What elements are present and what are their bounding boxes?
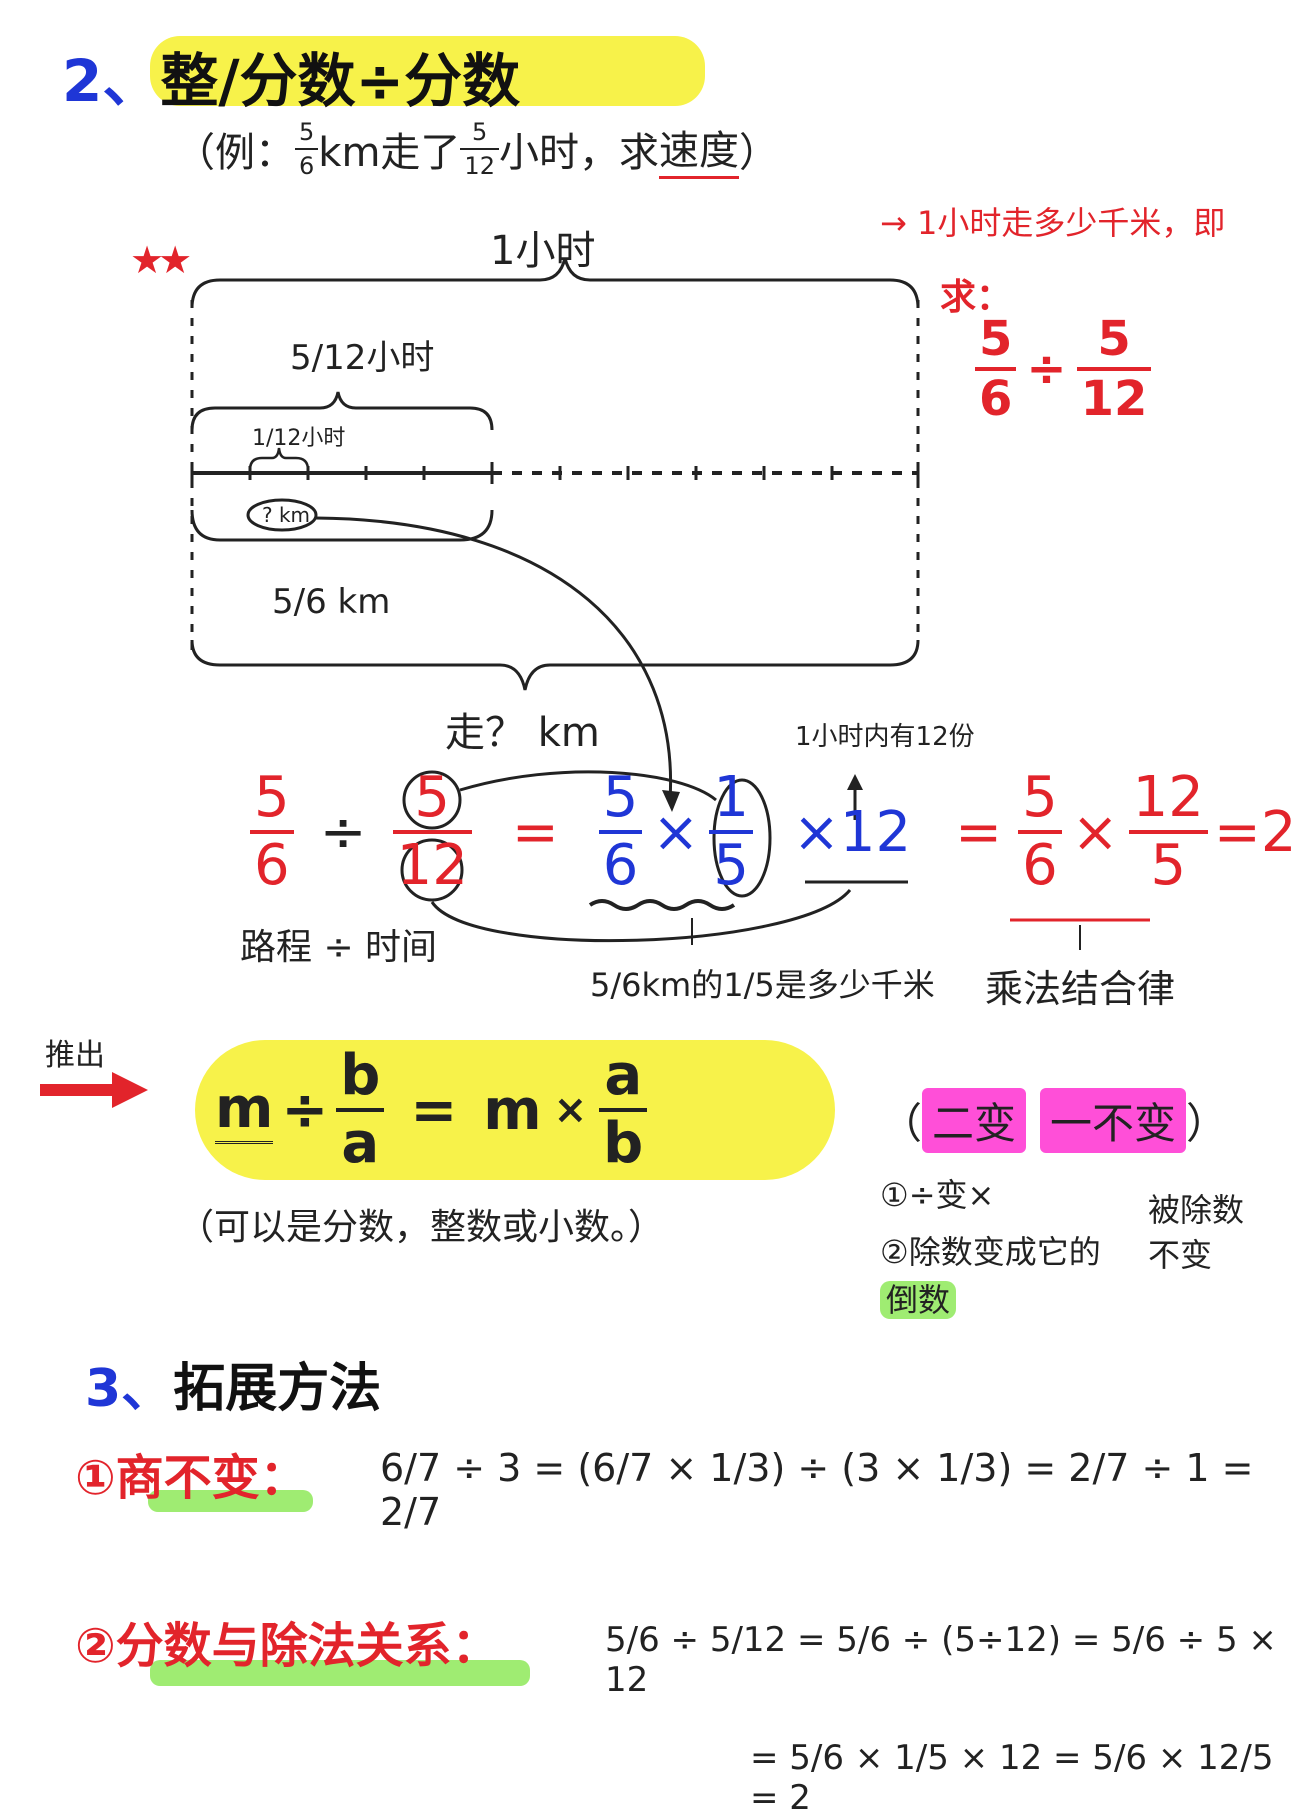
method2-highlight	[150, 1660, 530, 1686]
method1-equation: 6/7 ÷ 3 = (6/7 × 1/3) ÷ (3 × 1/3) = 2/7 …	[380, 1446, 1254, 1534]
circle-one-fifth	[712, 778, 772, 898]
step1: ①÷变×	[880, 1176, 995, 1214]
brace-five-sixths-km	[190, 509, 494, 542]
label-walk-km: 走？ km	[445, 710, 600, 756]
section2-number: 2、	[62, 47, 161, 115]
label-twelve-parts: 1小时内有12份	[795, 722, 975, 752]
brace-one-hour	[190, 257, 920, 309]
line-diagram	[190, 257, 920, 820]
reciprocal-highlight: 倒数	[880, 1281, 957, 1319]
title-highlight	[150, 36, 705, 106]
label-path-time: 路程 ÷ 时间	[240, 927, 438, 968]
two-change: 二变	[922, 1088, 1027, 1153]
dividend-nochange: 被除数不变	[1148, 1191, 1245, 1274]
circle-twelve	[400, 838, 464, 902]
curve-arrow	[315, 516, 673, 801]
section3-heading: 3、拓展方法	[85, 1359, 382, 1419]
label-one-twelfth-hour: 1/12小时	[252, 426, 346, 451]
step2: ②除数变成它的 倒数	[880, 1233, 1101, 1319]
section2-heading: 2、整/分数÷分数	[62, 34, 520, 118]
arc-five-to-fifth	[459, 770, 717, 802]
section2-title: 整/分数÷分数	[160, 47, 521, 115]
rule-m: m	[215, 1076, 274, 1144]
label-q-km: ? km	[262, 503, 311, 527]
speed-note: → 1小时走多少千米，即	[880, 204, 1226, 242]
wavy-underline	[588, 899, 736, 911]
example-target: 速度	[658, 118, 739, 179]
brace-one-twelfth	[248, 447, 310, 471]
equation-decor	[400, 770, 1150, 950]
method1-highlight	[148, 1490, 313, 1512]
derive-arrow-icon	[40, 1072, 148, 1108]
derive-label: 推出	[45, 1038, 105, 1073]
label-five-sixths-km: 5/6 km	[272, 582, 391, 622]
circle-five	[402, 770, 462, 830]
up-arrow-icon	[847, 774, 863, 790]
qiu-label: 求：	[940, 277, 1013, 318]
label-fraction-of-km: 5/6km的1/5是多少千米	[590, 966, 935, 1004]
label-assoc-law: 乘法结合律	[985, 967, 1176, 1011]
label-one-hour: 1小时	[490, 228, 596, 274]
rule-highlight	[195, 1040, 835, 1180]
method2-label: ②分数与除法关系：	[75, 1618, 500, 1674]
method2-equation-line2: = 5/6 × 1/5 × 12 = 5/6 × 12/5 = 2	[750, 1738, 1274, 1818]
arc-twelve-to-x12	[430, 889, 852, 943]
brace-five-twelfths	[190, 391, 494, 431]
method2-equation-line1: 5/6 ÷ 5/12 = 5/6 ÷ (5÷12) = 5/6 ÷ 5 × 12	[605, 1620, 1277, 1700]
method1-label: ①商不变：	[75, 1450, 308, 1506]
change-group: （ 二变 一不变 ）	[880, 1088, 1228, 1153]
rule-note: （可以是分数，整数或小数。）	[178, 1207, 665, 1248]
curve-arrow-head	[662, 790, 680, 812]
brace-walk-km	[190, 639, 920, 691]
label-five-twelfths-hour: 5/12小时	[290, 338, 435, 378]
star-icon: ★★	[130, 238, 192, 282]
one-nochange: 一不变	[1040, 1088, 1187, 1153]
arrow-right-icon: →	[880, 204, 907, 242]
q-km-circle	[246, 498, 318, 532]
